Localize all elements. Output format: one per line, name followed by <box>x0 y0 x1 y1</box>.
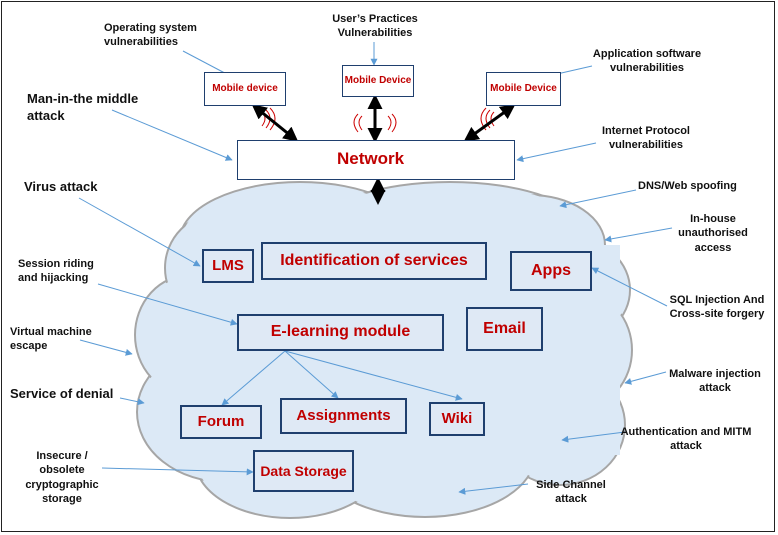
mobile-device-right: Mobile Device <box>486 72 561 106</box>
threat-user-practices: User’s Practices Vulnerabilities <box>332 13 418 40</box>
mobile-device-left: Mobile device <box>204 72 286 106</box>
module-arrows <box>221 350 463 406</box>
threat-os-vulnerabilities: Operating system vulnerabilities <box>104 22 197 49</box>
threat-vm-escape: Virtual machine escape <box>10 326 92 353</box>
service-wiki: Wiki <box>429 402 485 436</box>
service-forum: Forum <box>180 405 262 439</box>
service-elearning-module: E-learning module <box>237 314 444 351</box>
threat-man-in-the-middle: Man-in-the middle attack <box>27 91 139 123</box>
threat-app-software: Application software vulnerabilities <box>592 48 702 75</box>
threat-session-hijacking: Session riding and hijacking <box>18 258 94 285</box>
service-data-storage: Data Storage <box>253 450 354 492</box>
threat-insecure-crypto: Insecure / obsolete cryptographic storag… <box>25 450 99 505</box>
service-apps: Apps <box>510 251 592 291</box>
service-assignments: Assignments <box>280 398 407 434</box>
network-label: Network <box>337 149 405 168</box>
mobile-device-center: Mobile Device <box>342 65 414 97</box>
network-box <box>237 140 515 180</box>
threat-side-channel: Side Channel attack <box>536 479 606 506</box>
service-identification: Identification of services <box>261 242 487 280</box>
connector-arrows <box>251 94 516 205</box>
threat-sql-injection: SQL Injection And Cross-site forgery <box>669 294 765 321</box>
threat-dns-spoofing: DNS/Web spoofing <box>638 180 737 192</box>
signal-waves <box>261 107 495 133</box>
service-email: Email <box>466 307 543 351</box>
threat-internet-protocol: Internet Protocol vulnerabilities <box>601 125 690 152</box>
service-lms: LMS <box>202 249 254 283</box>
threat-service-of-denial: Service of denial <box>10 386 114 401</box>
threat-malware-injection: Malware injection attack <box>669 368 761 395</box>
threat-virus-attack: Virus attack <box>24 179 98 194</box>
threat-authentication-mitm: Authentication and MITM attack <box>620 426 752 453</box>
threat-inhouse-access: In-house unauthorised access <box>678 213 748 254</box>
